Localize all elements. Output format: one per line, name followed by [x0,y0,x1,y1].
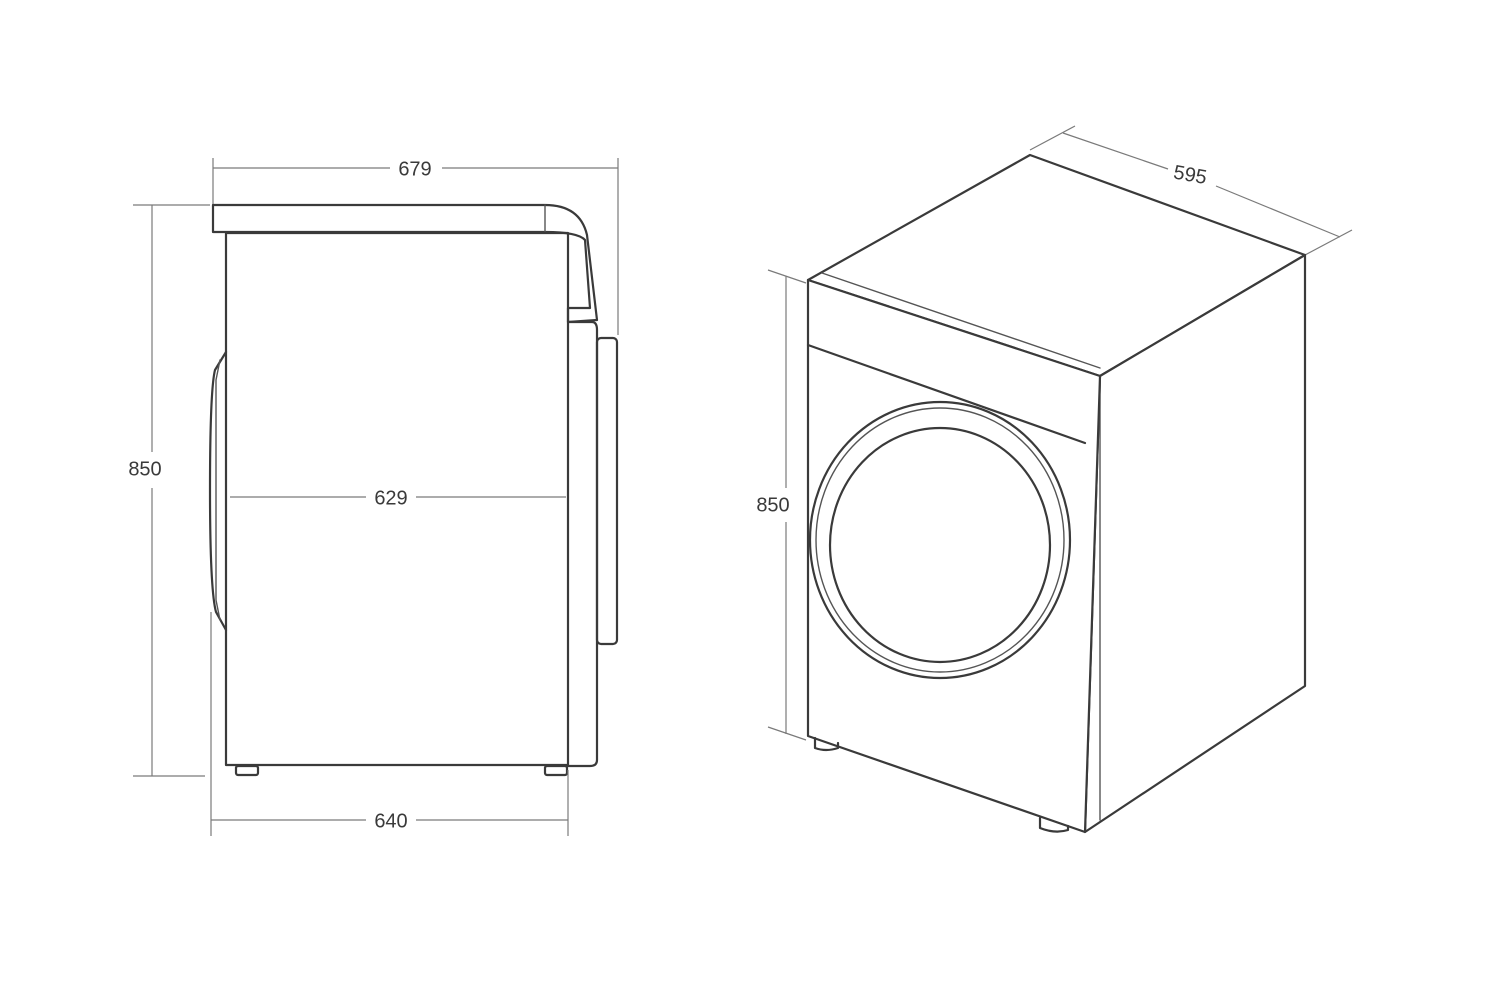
label-overall-depth: 679 [398,158,431,180]
side-view: 679 850 [128,158,619,836]
side-machine-outline [208,203,619,777]
dimension-side-height: 850 [128,204,210,777]
label-base-depth: 640 [374,810,407,832]
label-side-height: 850 [128,458,161,480]
iso-machine-outline [806,153,1307,834]
dimension-body-depth: 629 [230,487,566,509]
label-body-depth: 629 [374,487,407,509]
label-iso-width: 595 [1172,162,1209,189]
label-iso-height: 850 [756,494,789,516]
dimension-iso-height: 850 [756,269,807,741]
dimension-overall-depth: 679 [212,158,619,335]
dimension-base-depth: 640 [210,612,569,836]
iso-view: 595 850 [756,125,1353,834]
